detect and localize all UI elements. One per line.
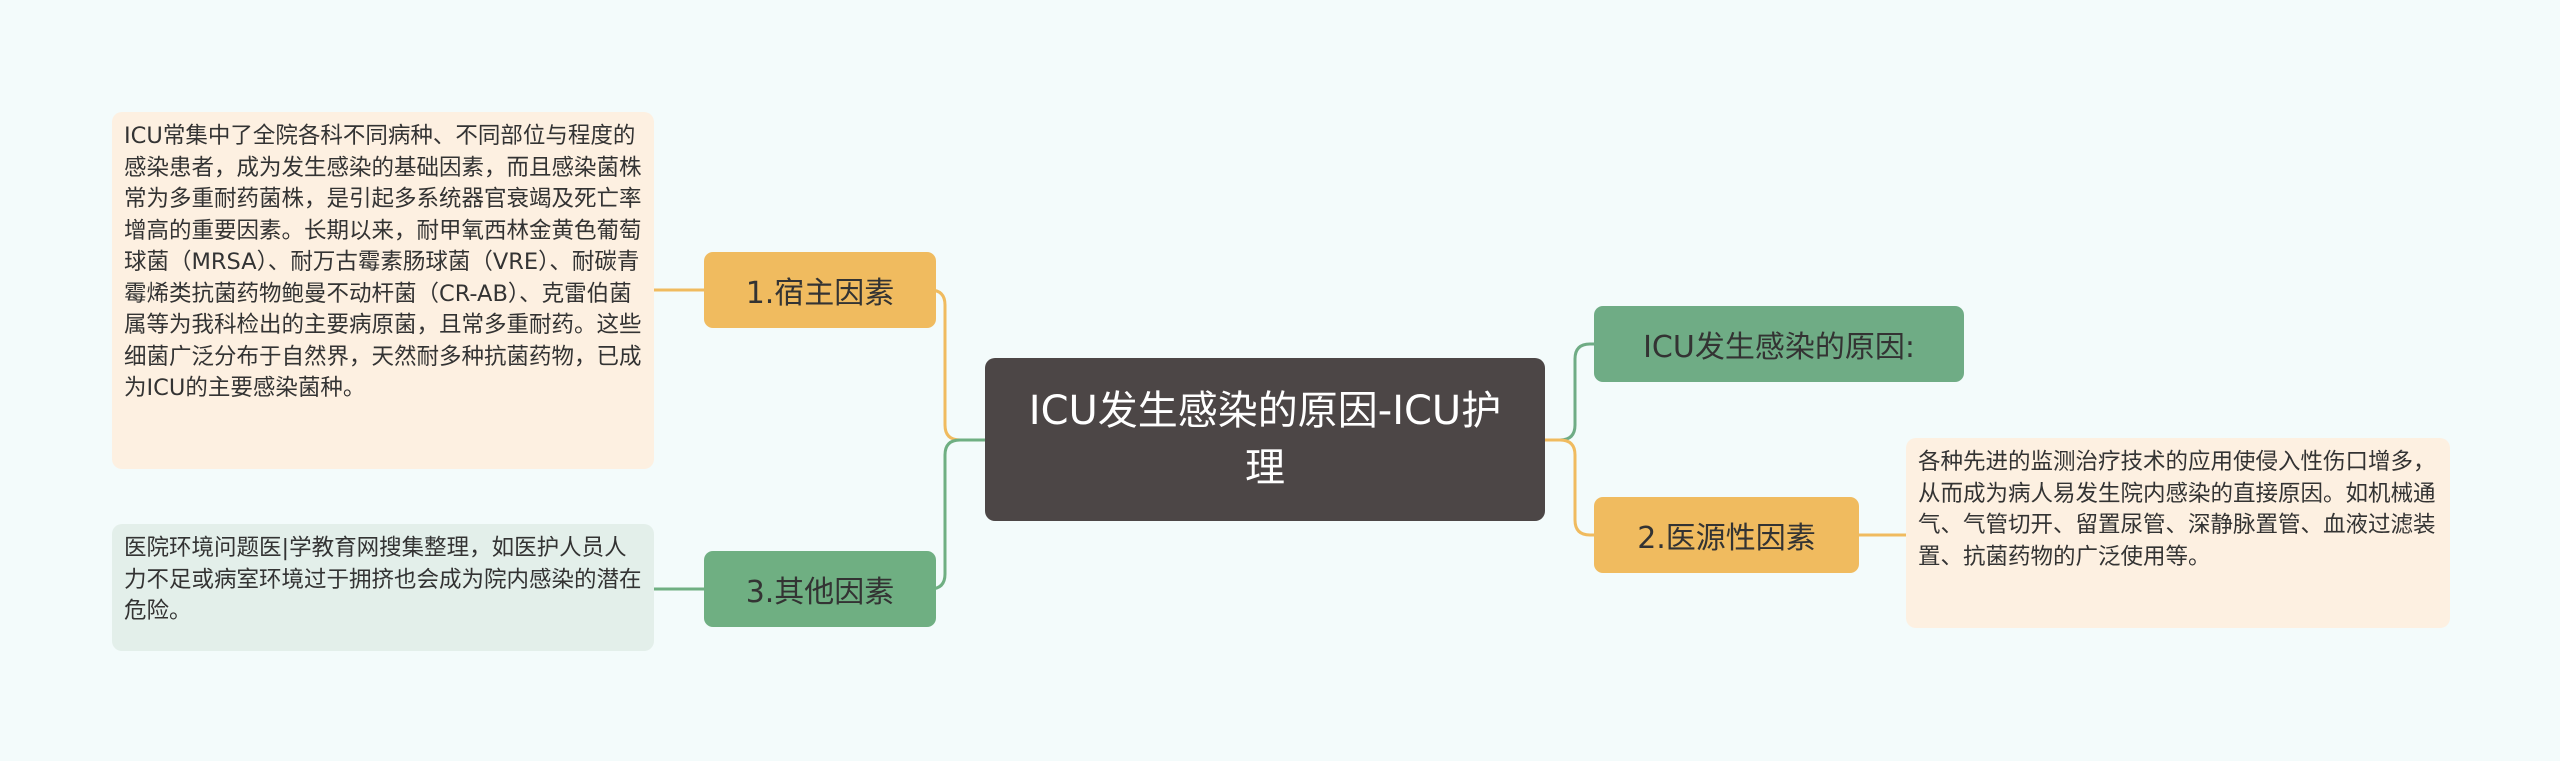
branch-other-factors-label: 3.其他因素 [745, 575, 895, 610]
link-central-reason [1545, 342, 1594, 442]
leaf-host-factors-detail[interactable]: ICU常集中了全院各科不同病种、不同部位与程度的感染患者，成为发生感染的基础因素… [112, 112, 654, 469]
central-topic[interactable]: ICU发生感染的原因-ICU护理 [985, 358, 1545, 521]
branch-iatrogenic-factors-label: 2.医源性因素 [1637, 521, 1816, 556]
branch-icu-infection-reasons[interactable]: ICU发生感染的原因: [1594, 306, 1964, 382]
branch-other-factors[interactable]: 3.其他因素 [704, 551, 936, 627]
leaf-iatrogenic-factors-detail[interactable]: 各种先进的监测治疗技术的应用使侵入性伤口增多，从而成为病人易发生院内感染的直接原… [1906, 438, 2450, 628]
branch-icu-infection-reasons-label: ICU发生感染的原因: [1643, 330, 1915, 365]
branch-host-factors[interactable]: 1.宿主因素 [704, 252, 936, 328]
link-central-other [929, 438, 985, 591]
branch-iatrogenic-factors[interactable]: 2.医源性因素 [1594, 497, 1859, 573]
central-topic-label: ICU发生感染的原因-ICU护理 [1028, 387, 1502, 491]
leaf-other-factors-detail[interactable]: 医院环境问题医|学教育网搜集整理，如医护人员人力不足或病室环境过于拥挤也会成为院… [112, 524, 654, 651]
link-central-medical [1545, 438, 1594, 537]
link-central-host [929, 288, 985, 442]
branch-host-factors-label: 1.宿主因素 [745, 276, 895, 311]
